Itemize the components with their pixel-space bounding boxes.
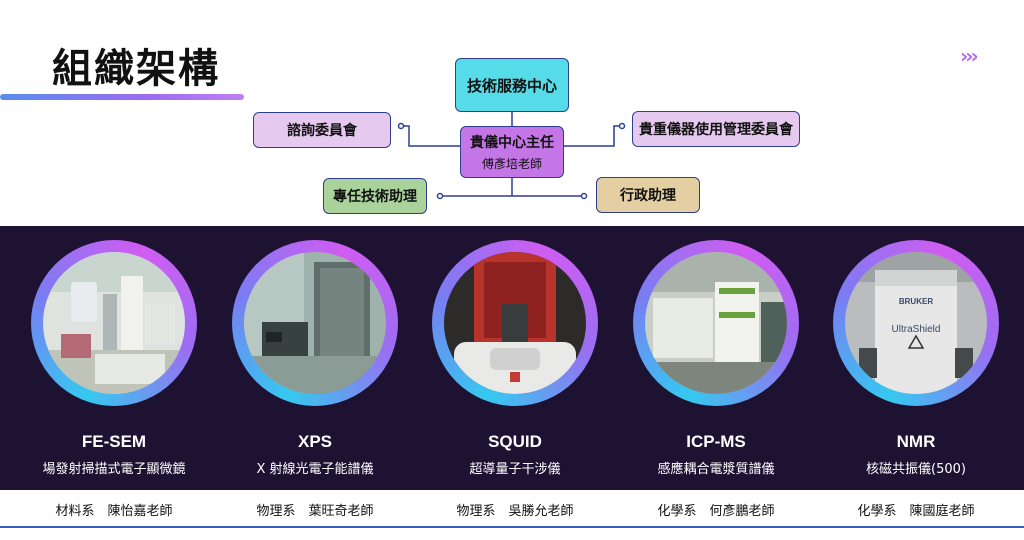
admin-assistant-box: 行政助理	[596, 177, 700, 213]
instrument-photo-ring	[432, 240, 598, 406]
instrument-description: X 射線光電子能譜儀	[256, 462, 374, 477]
instrument-owners-row: 材料系 陳怡嘉老師 物理系 葉旺奇老師 物理系 吳勝允老師 化學系 何彥鵬老師 …	[0, 490, 1024, 526]
instrument-description: 核磁共振儀(500)	[866, 462, 966, 477]
squid-photo	[444, 252, 586, 394]
instrument-description: 感應耦合電漿質譜儀	[657, 462, 775, 477]
technical-assistant-box: 專任技術助理	[323, 178, 427, 214]
xps-photo	[244, 252, 386, 394]
director-box: 貴儀中心主任 傅彥培老師	[460, 126, 564, 178]
instrument-card-fe-sem: FE-SEM 場發射掃描式電子顯微鏡	[20, 240, 208, 500]
owner-squid: 物理系 吳勝允老師	[456, 504, 574, 519]
advisory-committee-label: 諮詢委員會	[287, 123, 357, 139]
owner-xps: 物理系 葉旺奇老師	[256, 504, 374, 519]
instrument-name: ICP-MS	[686, 432, 746, 451]
org-connectors	[397, 112, 626, 200]
technical-assistant-label: 專任技術助理	[333, 189, 417, 205]
director-title: 貴儀中心主任	[470, 135, 554, 151]
instrument-name: FE-SEM	[81, 432, 147, 451]
tech-service-center-box: 技術服務中心	[455, 58, 569, 112]
instrument-photo-ring	[31, 240, 197, 406]
instrument-name: NMR	[896, 432, 936, 451]
triple-chevron-right-icon[interactable]: ›››	[960, 44, 979, 68]
instrument-committee-label: 貴重儀器使用管理委員會	[639, 122, 793, 138]
director-name: 傅彥培老師	[481, 157, 542, 171]
instrument-card-xps: XPS X 射線光電子能譜儀	[221, 240, 409, 500]
tech-service-center-label: 技術服務中心	[466, 76, 557, 95]
nmr-brand-label: BRUKER	[899, 297, 933, 306]
instrument-card-nmr: BRUKER UltraShield NMR 核磁共振儀(500)	[822, 240, 1010, 500]
owner-fe-sem: 材料系 陳怡嘉老師	[55, 504, 173, 519]
instrument-photo-ring	[633, 240, 799, 406]
owner-icp-ms: 化學系 何彥鵬老師	[657, 504, 775, 519]
advisory-committee-box: 諮詢委員會	[253, 112, 391, 148]
admin-assistant-label: 行政助理	[620, 188, 676, 204]
owner-nmr: 化學系 陳國庭老師	[857, 504, 975, 519]
instrument-name: XPS	[297, 432, 333, 451]
instrument-card-icp-ms: ICP-MS 感應耦合電漿質譜儀	[622, 240, 810, 500]
bottom-divider	[0, 526, 1024, 528]
nmr-model-label: UltraShield	[892, 324, 941, 335]
instrument-photo-ring	[232, 240, 398, 406]
nmr-photo: BRUKER UltraShield	[845, 252, 987, 394]
instrument-description: 超導量子干涉儀	[469, 462, 561, 477]
instrument-description: 場發射掃描式電子顯微鏡	[42, 462, 186, 477]
instrument-photo-ring: BRUKER UltraShield	[833, 240, 999, 406]
fe-sem-photo	[43, 252, 185, 394]
title-underline	[0, 94, 244, 100]
instrument-name: SQUID	[488, 432, 542, 451]
page-title: 組織架構	[52, 46, 220, 92]
instrument-committee-box: 貴重儀器使用管理委員會	[632, 111, 800, 147]
instrument-card-squid: SQUID 超導量子干涉儀	[421, 240, 609, 500]
icp-ms-photo	[645, 252, 787, 394]
